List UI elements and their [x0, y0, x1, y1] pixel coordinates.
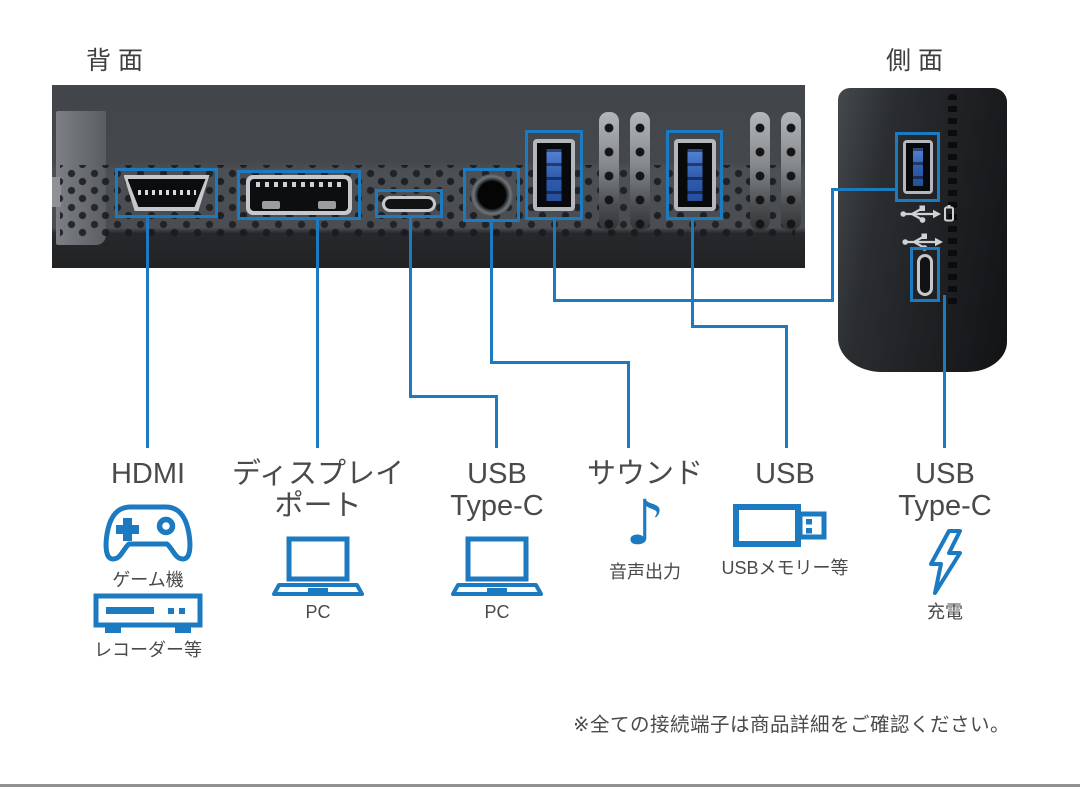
label-column-displayport: ディスプレイ ポート PC	[218, 452, 418, 682]
port-label: ディスプレイ	[232, 458, 404, 490]
footnote: ※全ての接続端子は商品詳細をご確認ください。	[573, 714, 1010, 736]
connector-line-usb1	[553, 218, 556, 302]
usb-memory-icon	[733, 504, 827, 547]
connector-line-audio	[490, 222, 493, 364]
usb-a-connector	[902, 140, 933, 194]
rear-panel-photo	[52, 85, 805, 268]
connector-line-usbc-rear	[495, 395, 498, 448]
connector-line-usbc-rear	[409, 395, 498, 398]
displayport-port	[237, 170, 361, 220]
connector-line-hdmi	[146, 218, 149, 448]
audio-jack-connector	[470, 174, 513, 216]
side-section-title: 側面	[886, 47, 951, 75]
device-caption: ゲーム機	[112, 570, 184, 590]
usb-a-rear-port-1	[525, 130, 583, 220]
gamepad-icon	[103, 504, 193, 562]
device-caption: 充電	[927, 602, 963, 622]
label-column-hdmi: HDMI ゲーム機 レコーダー等	[48, 452, 248, 682]
stand-tab	[52, 177, 61, 207]
port-label: HDMI	[110, 458, 186, 490]
label-column-sound: サウンド ♪ 音声出力	[545, 452, 745, 682]
connector-line-audio	[490, 361, 630, 364]
laptop-icon	[451, 536, 543, 596]
device-caption: 音声出力	[609, 562, 681, 582]
usb-symbol-icon	[902, 233, 943, 251]
audio-jack-port	[463, 168, 520, 222]
label-column-usb: USB USBメモリー等	[685, 452, 885, 682]
usb-a-connector	[673, 139, 716, 211]
connector-line-displayport	[316, 220, 319, 448]
displayport-connector	[246, 175, 352, 215]
connector-line-usbc-rear	[409, 218, 412, 398]
label-column-usbc-rear: USB Type-C PC	[397, 452, 597, 682]
vent-slot	[599, 112, 619, 230]
usb-c-connector	[917, 253, 933, 296]
connector-line-usbc-side	[943, 295, 946, 448]
vent-slot	[781, 112, 801, 230]
device-caption: USBメモリー等	[721, 558, 849, 578]
laptop-icon	[272, 536, 364, 596]
port-label: USB	[467, 458, 527, 490]
vent-slot	[750, 112, 770, 230]
rear-section-title: 背面	[86, 47, 151, 75]
device-caption: レコーダー等	[94, 640, 202, 660]
music-note-icon: ♪	[625, 486, 665, 559]
usb-a-connector	[533, 139, 575, 211]
connector-line-usb2	[691, 325, 788, 328]
port-label: ポート	[274, 490, 362, 522]
port-label: USB	[755, 458, 815, 490]
hdmi-port	[115, 168, 218, 218]
connector-line-usb2	[691, 218, 694, 328]
connector-line-usb1	[831, 188, 834, 302]
usb-symbol-device-icon	[900, 205, 954, 223]
connector-line-usb2	[785, 325, 788, 448]
vent-slot	[630, 112, 650, 230]
connector-line-usb1	[831, 188, 897, 191]
hdmi-connector	[123, 175, 210, 211]
port-label: Type-C	[898, 490, 992, 522]
device-caption: PC	[305, 602, 331, 622]
usb-c-connector	[382, 195, 436, 212]
usb-c-side-port	[910, 247, 940, 302]
device-caption: PC	[484, 602, 510, 622]
recorder-icon	[93, 593, 203, 633]
port-label: Type-C	[450, 490, 544, 522]
label-column-usbc-side: USB Type-C 充電	[845, 452, 1045, 682]
side-vent-strip	[948, 94, 957, 306]
bottom-divider	[0, 784, 1080, 787]
side-panel-photo	[838, 88, 1007, 372]
port-label: USB	[915, 458, 975, 490]
port-label: サウンド	[586, 458, 703, 490]
usb-c-rear-port	[375, 189, 443, 218]
usb-a-rear-port-2	[666, 130, 723, 220]
usb-a-side-port	[895, 132, 940, 202]
lightning-icon	[929, 529, 962, 595]
connector-line-audio	[627, 361, 630, 448]
